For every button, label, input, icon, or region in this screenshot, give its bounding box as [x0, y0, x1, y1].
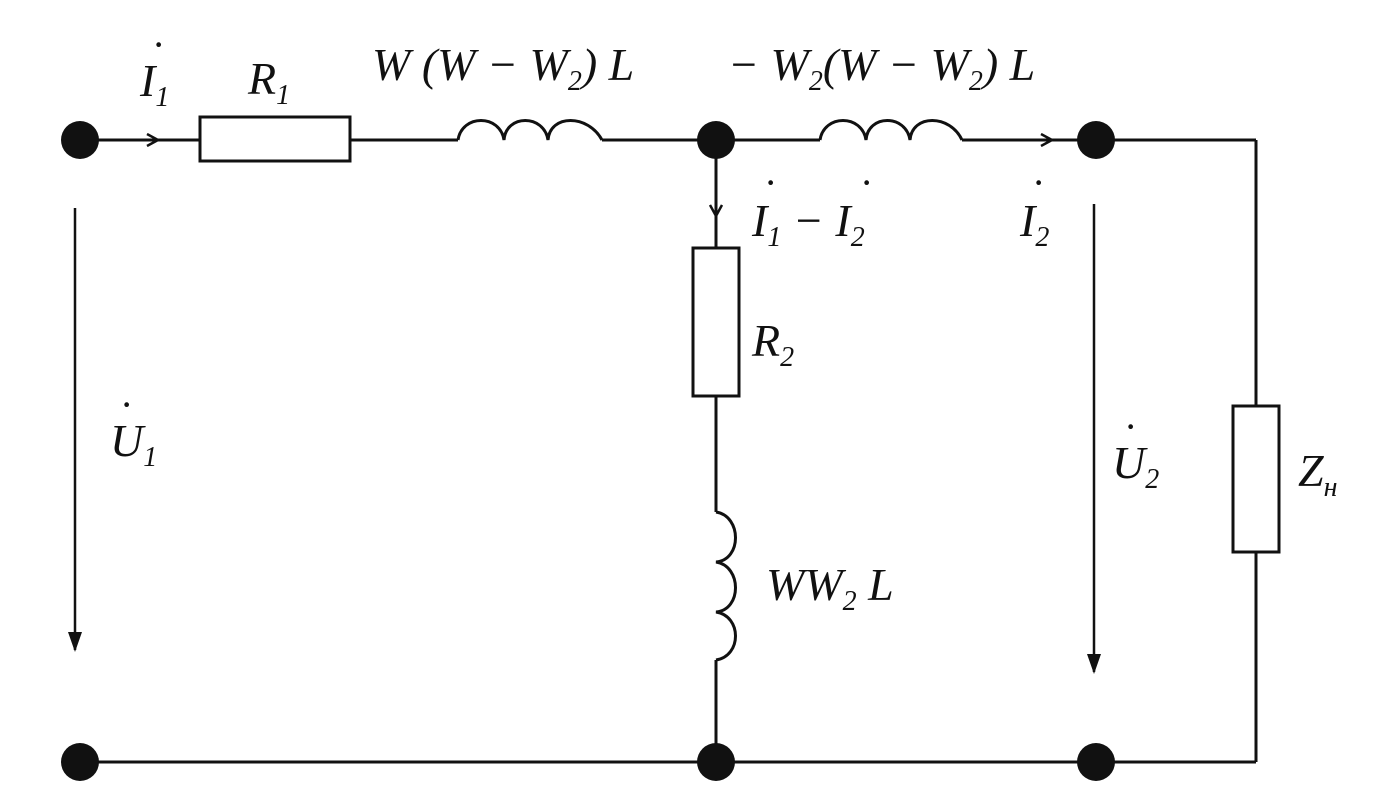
dot-i-branch-1: ·	[764, 160, 777, 205]
label-i-branch: I1 − I2	[751, 195, 865, 253]
load-impedance	[1231, 404, 1281, 554]
label-inductor-series-1: W (W − W2) L	[372, 39, 634, 97]
label-r2: R2	[751, 315, 794, 373]
label-inductor-series-2: − W2(W − W2) L	[728, 39, 1035, 97]
nodes	[61, 121, 1115, 781]
inductor-series-1	[456, 119, 604, 141]
terminal-out-top	[1077, 121, 1115, 159]
label-i2: I2	[1019, 195, 1049, 253]
terminal-out-bottom	[1077, 743, 1115, 781]
dot-i1: ·	[152, 22, 165, 67]
dot-u1: ·	[120, 382, 133, 427]
resistor-r2	[691, 246, 741, 398]
node-middle-top	[697, 121, 735, 159]
dot-i2: ·	[1032, 160, 1045, 205]
node-middle-bottom	[697, 743, 735, 781]
dot-u2: ·	[1124, 404, 1137, 449]
label-u2: U2	[1112, 437, 1159, 495]
dot-i-branch-2: ·	[860, 160, 873, 205]
terminal-in-top	[61, 121, 99, 159]
label-u1: U1	[110, 415, 157, 473]
label-inductor-shunt: WW2 L	[766, 559, 894, 617]
label-i1: I1	[139, 55, 169, 113]
inductor-series-2	[818, 119, 964, 141]
resistor-r1	[198, 115, 352, 163]
terminal-in-bottom	[61, 743, 99, 781]
label-load: Zн	[1298, 445, 1337, 503]
label-r1: R1	[247, 53, 290, 111]
inductor-shunt	[715, 510, 737, 662]
